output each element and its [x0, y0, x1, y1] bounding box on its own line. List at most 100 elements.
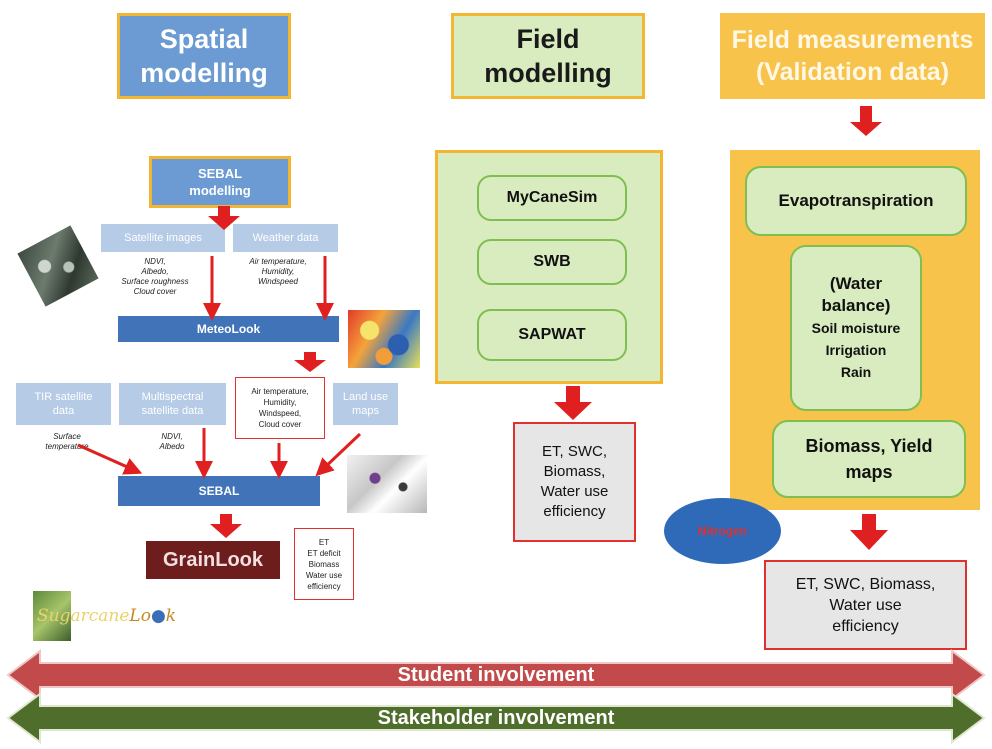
- note-line: Humidity,: [261, 267, 295, 276]
- header-line: Spatial: [159, 24, 249, 54]
- arrow-down: [294, 352, 326, 372]
- box-line: Soil moisture: [811, 320, 901, 336]
- box-label: SEBAL: [198, 484, 240, 498]
- weather-data-box: Weather data: [233, 224, 338, 252]
- et-map-thumbnail: [348, 310, 420, 368]
- field-outputs-box: ET, SWC, Biomass, Water use efficiency: [513, 422, 636, 542]
- box-label: GrainLook: [162, 548, 263, 571]
- header-line: Field measurements: [731, 26, 974, 54]
- box-line: modelling: [189, 183, 251, 198]
- box-line: Biomass, Yield: [805, 436, 933, 456]
- header-line: (Validation data): [755, 58, 950, 86]
- weather-notes: Air temperature, Humidity, Windspeed: [238, 257, 318, 287]
- box-line: ET: [318, 537, 330, 547]
- meteo-output-box: Air temperature, Humidity, Windspeed, Cl…: [235, 377, 325, 439]
- header-line: modelling: [140, 58, 268, 88]
- box-line: Biomass: [308, 559, 340, 569]
- band-label: Student involvement: [397, 663, 595, 686]
- note-line: Windspeed: [258, 277, 298, 286]
- arrow-thin: [315, 432, 362, 477]
- note-line: Surface roughness: [121, 277, 189, 286]
- header-line: Field: [516, 24, 580, 54]
- box-line: (Water: [829, 274, 883, 293]
- meteolook-box: MeteoLook: [118, 316, 339, 342]
- box-label: Nitrogen: [697, 524, 748, 538]
- box-line: SEBAL: [197, 166, 243, 181]
- multispectral-notes: NDVI, Albedo: [147, 432, 197, 452]
- arrow-down: [554, 386, 592, 420]
- field-modelling-header: Field modelling: [451, 13, 645, 99]
- arrow-down: [850, 514, 888, 550]
- stakeholder-involvement-arrow: [6, 692, 986, 744]
- note-line: Air temperature,: [249, 257, 307, 266]
- box-label: SWB: [533, 253, 571, 270]
- box-line: Humidity,: [263, 398, 297, 407]
- arrow-down: [208, 206, 240, 230]
- sugarcanelook-logo: SugarcaneLo●k: [33, 591, 193, 641]
- nitrogen-ellipse: Nitrogen: [664, 498, 781, 564]
- box-line: Water use: [829, 596, 902, 614]
- note-line: Albedo,: [141, 267, 169, 276]
- measurement-outputs-box: ET, SWC, Biomass, Water use efficiency: [764, 560, 967, 650]
- note-line: temperature: [45, 442, 89, 451]
- box-line: ET, SWC, Biomass,: [795, 575, 936, 593]
- biomass-yield-box: Biomass, Yield maps: [772, 420, 966, 498]
- multispectral-box: Multispectral satellite data: [119, 383, 226, 425]
- grainlook-box: GrainLook: [146, 541, 280, 579]
- evapotranspiration-box: Evapotranspiration: [745, 166, 967, 236]
- box-line: maps: [352, 405, 379, 417]
- student-involvement-label: Student involvement: [40, 663, 952, 687]
- grainlook-output-box: ET ET deficit Biomass Water use efficien…: [294, 528, 354, 600]
- sapwat-box: SAPWAT: [477, 309, 627, 361]
- box-line: maps: [845, 462, 893, 482]
- box-line: Air temperature,: [251, 387, 309, 396]
- water-balance-box: (Water balance) Soil moisture Irrigation…: [790, 245, 922, 411]
- box-line: TIR satellite: [34, 391, 93, 403]
- note-line: NDVI,: [144, 257, 166, 266]
- box-line: ET deficit: [307, 548, 341, 558]
- box-label: Satellite images: [124, 232, 202, 244]
- stakeholder-involvement-label: Stakeholder involvement: [40, 706, 952, 730]
- satellite-images-box: Satellite images: [101, 224, 225, 252]
- box-line: ET, SWC,: [541, 443, 607, 460]
- mycanesim-box: MyCaneSim: [477, 175, 627, 221]
- box-line: Land use: [342, 391, 389, 403]
- arrow-thin: [77, 443, 143, 475]
- arrow-down: [210, 514, 242, 538]
- sebal-box: SEBAL: [118, 476, 320, 506]
- box-label: MeteoLook: [196, 322, 261, 336]
- box-line: efficiency: [543, 503, 606, 520]
- sebal-map-thumbnail: [347, 455, 427, 513]
- box-line: Irrigation: [825, 342, 887, 358]
- box-line: efficiency: [307, 581, 341, 591]
- box-line: Biomass,: [543, 463, 606, 480]
- box-line: Multispectral: [141, 391, 204, 403]
- box-line: Rain: [840, 364, 872, 380]
- satellite-notes: NDVI, Albedo, Surface roughness Cloud co…: [115, 257, 195, 297]
- tir-satellite-box: TIR satellite data: [16, 383, 111, 425]
- box-line: Windspeed,: [258, 409, 302, 418]
- note-line: NDVI,: [161, 432, 183, 441]
- box-line: satellite data: [141, 405, 204, 417]
- note-line: Albedo: [159, 442, 185, 451]
- box-line: efficiency: [832, 617, 899, 635]
- field-measurements-header: Field measurements (Validation data): [720, 13, 985, 99]
- box-line: Cloud cover: [258, 420, 302, 429]
- spatial-modelling-header: Spatial modelling: [117, 13, 291, 99]
- note-line: Surface: [53, 432, 81, 441]
- land-use-maps-box: Land use maps: [333, 383, 398, 425]
- note-line: Cloud cover: [133, 287, 177, 296]
- student-involvement-arrow: [6, 649, 986, 701]
- box-label: Evapotranspiration: [778, 191, 934, 210]
- box-label: MyCaneSim: [506, 189, 598, 206]
- arrow-down: [850, 106, 882, 136]
- band-label: Stakeholder involvement: [377, 706, 615, 729]
- box-label: Weather data: [252, 232, 319, 244]
- box-line: Water use: [540, 483, 609, 500]
- swb-box: SWB: [477, 239, 627, 285]
- box-line: Water use: [305, 570, 343, 580]
- box-line: balance): [821, 296, 891, 315]
- box-line: data: [52, 405, 75, 417]
- tir-notes: Surface temperature: [34, 432, 100, 452]
